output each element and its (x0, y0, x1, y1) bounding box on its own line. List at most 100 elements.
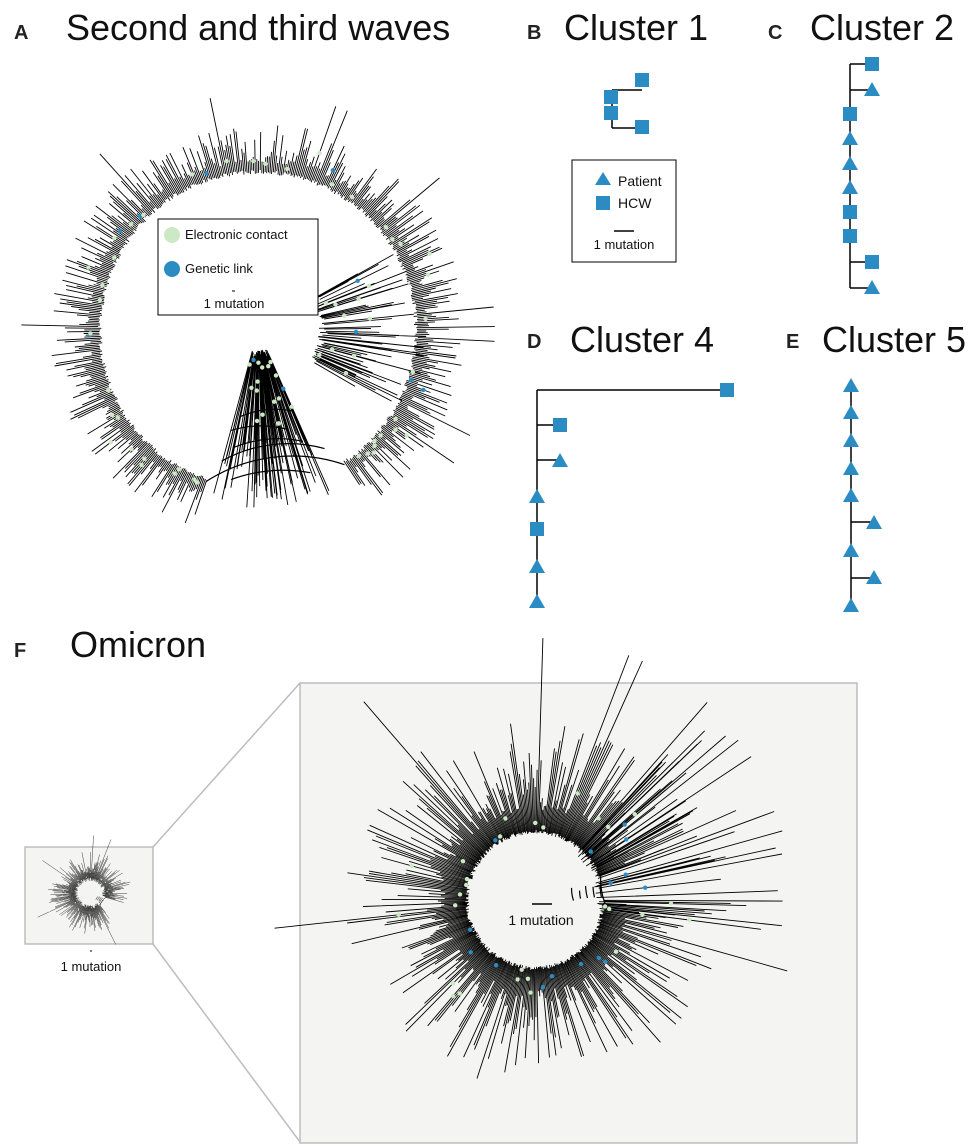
zoom-connector-top (152, 682, 301, 848)
electronic-contact-dot (515, 977, 520, 982)
cluster-1-tree (604, 73, 649, 134)
panel-f-letter: F (14, 640, 26, 662)
patient-node (864, 280, 880, 294)
panel-b-letter: B (527, 22, 541, 44)
electronic-contact-dot (128, 222, 134, 227)
electronic-contact-dot (457, 991, 462, 996)
electronic-contact-dot (88, 331, 93, 336)
electronic-contact-dot (425, 272, 430, 277)
genetic-link-dot (281, 386, 286, 391)
electronic-contact-dot (260, 365, 265, 370)
panel-d-letter: D (527, 331, 541, 353)
panel-c-letter: C (768, 22, 782, 44)
electronic-contact-dot (112, 255, 117, 260)
omicron-zoom-panel (299, 682, 858, 1144)
electronic-contact-dot (255, 379, 260, 384)
genetic-link-dot (622, 822, 627, 827)
genetic-link-dot (623, 872, 628, 877)
electronic-contact-dot (62, 890, 64, 892)
panel-e-letter: E (786, 331, 799, 353)
electronic-contact-dot (109, 412, 115, 418)
electronic-contact-dot (192, 477, 197, 482)
electronic-contact-dot (48, 911, 50, 913)
patient-node (842, 180, 858, 194)
legend-a-box (157, 218, 319, 316)
hcw-node (530, 522, 544, 536)
omicron-small-scale-label: 1 mutation (61, 959, 122, 974)
hcw-node (843, 229, 857, 243)
electronic-contact-dot (427, 251, 432, 256)
electronic-contact-dot (607, 906, 612, 912)
electronic-contact-dot (606, 824, 611, 830)
electronic-contact-dot (460, 859, 466, 864)
electronic-contact-dot (378, 433, 383, 438)
electronic-contact-dot (323, 301, 329, 306)
electronic-contact-dot (330, 347, 335, 352)
electronic-contact-dot (668, 901, 674, 906)
electronic-contact-dot (396, 912, 401, 917)
electronic-contact-dot (464, 882, 469, 888)
electronic-contact-dot (393, 417, 398, 422)
electronic-contact-dot (317, 150, 322, 156)
genetic-link-dot (117, 228, 123, 234)
tree-ring-branch (584, 885, 589, 899)
electronic-contact-dot (356, 296, 361, 301)
genetic-link-dot (549, 974, 555, 979)
legend-panel-a: Electronic contact Genetic link 1 mutati… (157, 218, 319, 316)
electronic-contact-dot (176, 467, 182, 472)
electronic-contact-dot (108, 893, 110, 895)
patient-node (843, 598, 859, 612)
electronic-contact-dot (106, 890, 108, 893)
zoom-connector-bottom (152, 943, 301, 1143)
electronic-contact-dot (367, 316, 373, 321)
genetic-link-dot (251, 357, 256, 363)
panel-a-letter: A (14, 22, 28, 44)
tree-ring-branch (98, 897, 102, 902)
cluster-5-tree (843, 378, 882, 612)
electronic-contact-dot (533, 820, 538, 826)
omicron-large-scale-label: 1 mutation (508, 912, 573, 928)
electronic-contact-dot (596, 816, 601, 821)
patient-node (864, 82, 880, 96)
cluster-2-tree (842, 57, 880, 294)
electronic-contact-dot (61, 895, 63, 897)
legend-b-box (571, 159, 677, 263)
genetic-link-dot (493, 963, 499, 968)
panel-c-title: Cluster 2 (810, 7, 954, 48)
tree-tip-branches (274, 638, 788, 1079)
hcw-node (865, 57, 879, 71)
patient-node (529, 559, 545, 573)
patient-node (843, 543, 859, 557)
electronic-contact-dot (365, 451, 370, 456)
cluster-2-branches (849, 63, 872, 289)
electronic-contact-dot (613, 949, 619, 954)
electronic-contact-dot (503, 816, 508, 821)
genetic-link-dot (608, 880, 613, 886)
hcw-node (604, 106, 618, 120)
electronic-contact-dot (366, 283, 371, 289)
electronic-contact-dot (519, 967, 524, 972)
patient-marker (595, 172, 611, 185)
electronic-contact-dot (404, 433, 409, 438)
electronic-contact-dot (464, 876, 470, 882)
electronic-contact-dot (356, 453, 361, 459)
electronic-contact-dot (450, 993, 456, 999)
patient-node (529, 594, 545, 608)
electronic-contact-dot (115, 415, 121, 420)
electronic-contact-dot (575, 791, 580, 796)
electronic-contact-dot (108, 888, 110, 891)
electronic-contact-dot (450, 981, 456, 986)
genetic-link-dot (330, 168, 335, 173)
electronic-contact-dot (254, 388, 259, 393)
tree-tip-branches (21, 98, 495, 524)
legend-a-scale-label: 1 mutation (204, 296, 265, 311)
tree-ring-branch (205, 455, 345, 482)
electronic-contact-dot (249, 385, 254, 390)
electronic-contact-dot (129, 446, 134, 452)
patient-node (866, 515, 882, 529)
electronic-contact-dot (64, 892, 66, 894)
genetic-link-dot (596, 955, 602, 961)
electronic-contact-dot (247, 362, 252, 367)
tree-ring-branch (578, 890, 582, 899)
